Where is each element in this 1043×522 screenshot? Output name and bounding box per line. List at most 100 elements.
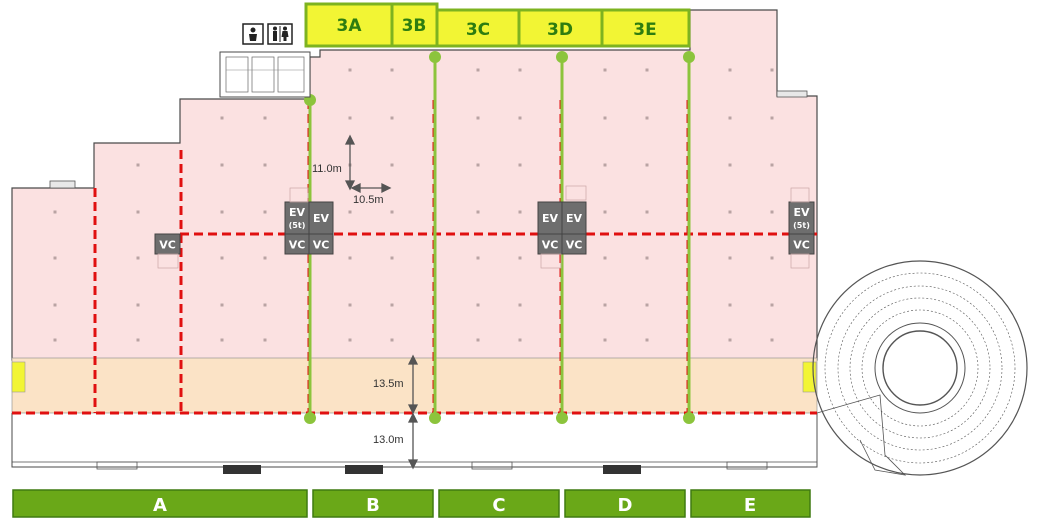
column-dot [390,338,394,342]
vc-label: VC [313,239,330,252]
column-dot [770,256,774,260]
zone-bar-b [312,489,434,518]
column-dot [348,338,352,342]
column-dot [728,303,732,307]
column-dot [53,256,57,260]
core-group-b: EV (5t) EV VC VC [284,201,334,255]
column-dot [603,210,607,214]
column-dot [645,303,649,307]
column-dot [518,68,522,72]
stair-marks [157,185,810,269]
spiral-ramp [812,260,1028,476]
column-dot [770,116,774,120]
column-dot [728,210,732,214]
column-dot [645,338,649,342]
zone-bar-a [12,489,308,518]
dimension-height-upper: 11.0m [312,163,342,175]
column-dot [263,303,267,307]
column-dot [263,256,267,260]
column-dot [136,303,140,307]
column-dot [603,68,607,72]
loading-dock-area [11,357,818,414]
column-dot [136,210,140,214]
column-dot [348,68,352,72]
vc-label: VC [289,239,306,252]
column-dot [728,338,732,342]
column-dot [603,256,607,260]
column-dot [136,256,140,260]
dimension-apron-depth: 13.0m [373,434,404,446]
column-dot [518,116,522,120]
unit-label-3e: 3E [633,20,656,40]
ev-label: EV [793,206,810,219]
column-dot [136,338,140,342]
zone-label-b: B [366,495,380,516]
zone-bars: A B C D E [12,489,811,518]
column-dot [390,256,394,260]
column-dot [348,116,352,120]
column-dot [645,210,649,214]
restroom-accessible-icon [242,23,264,45]
column-dot [518,338,522,342]
zone-bar-e [690,489,811,518]
column-dot [390,303,394,307]
floor-area [11,9,818,361]
column-dot [476,303,480,307]
column-dot [220,303,224,307]
vc-label: VC [542,239,559,252]
column-dot [603,116,607,120]
column-dot [770,163,774,167]
column-dot [603,303,607,307]
column-dot [390,68,394,72]
column-dot [603,338,607,342]
column-dot [348,256,352,260]
column-dot [518,256,522,260]
unit-label-3c: 3C [466,20,490,40]
unit-label-3a: 3A [337,16,363,36]
zone-label-a: A [153,495,167,516]
ev-label: EV [289,206,306,219]
column-dot [603,163,607,167]
zone-bar-d [564,489,686,518]
column-dot [518,210,522,214]
column-dot [136,163,140,167]
column-dot [518,163,522,167]
column-dot [770,338,774,342]
dock-door-left [11,361,26,393]
column-dot [263,163,267,167]
restroom-block [219,51,311,98]
zone-label-d: D [618,495,633,516]
core-group-left: VC [154,233,181,255]
column-dot [476,68,480,72]
column-grid [53,68,774,342]
column-dot [476,338,480,342]
column-dot [476,163,480,167]
column-dot [728,163,732,167]
column-dot [263,116,267,120]
core-group-d: EV EV VC VC [537,201,587,255]
column-dot [390,116,394,120]
ev-label: EV [566,212,583,225]
dimension-markers [344,134,419,470]
column-dot [770,303,774,307]
column-dot [476,210,480,214]
unit-label-3d: 3D [547,20,573,40]
column-dot [348,303,352,307]
column-dot [348,210,352,214]
zone-label-c: C [492,495,505,516]
top-unit-labels: 3A 3B 3C 3D 3E [304,2,691,48]
ev-label: EV [542,212,559,225]
column-dot [53,338,57,342]
column-dot [53,303,57,307]
column-dot [220,163,224,167]
dock-door-right [802,361,817,393]
column-dot [220,210,224,214]
column-dot [770,210,774,214]
column-dot [476,116,480,120]
unit-boundary-nodes [304,51,695,424]
ev-capacity-label: (5t) [289,221,306,230]
column-dot [645,163,649,167]
ev-capacity-label: (5t) [793,221,810,230]
column-dot [390,163,394,167]
